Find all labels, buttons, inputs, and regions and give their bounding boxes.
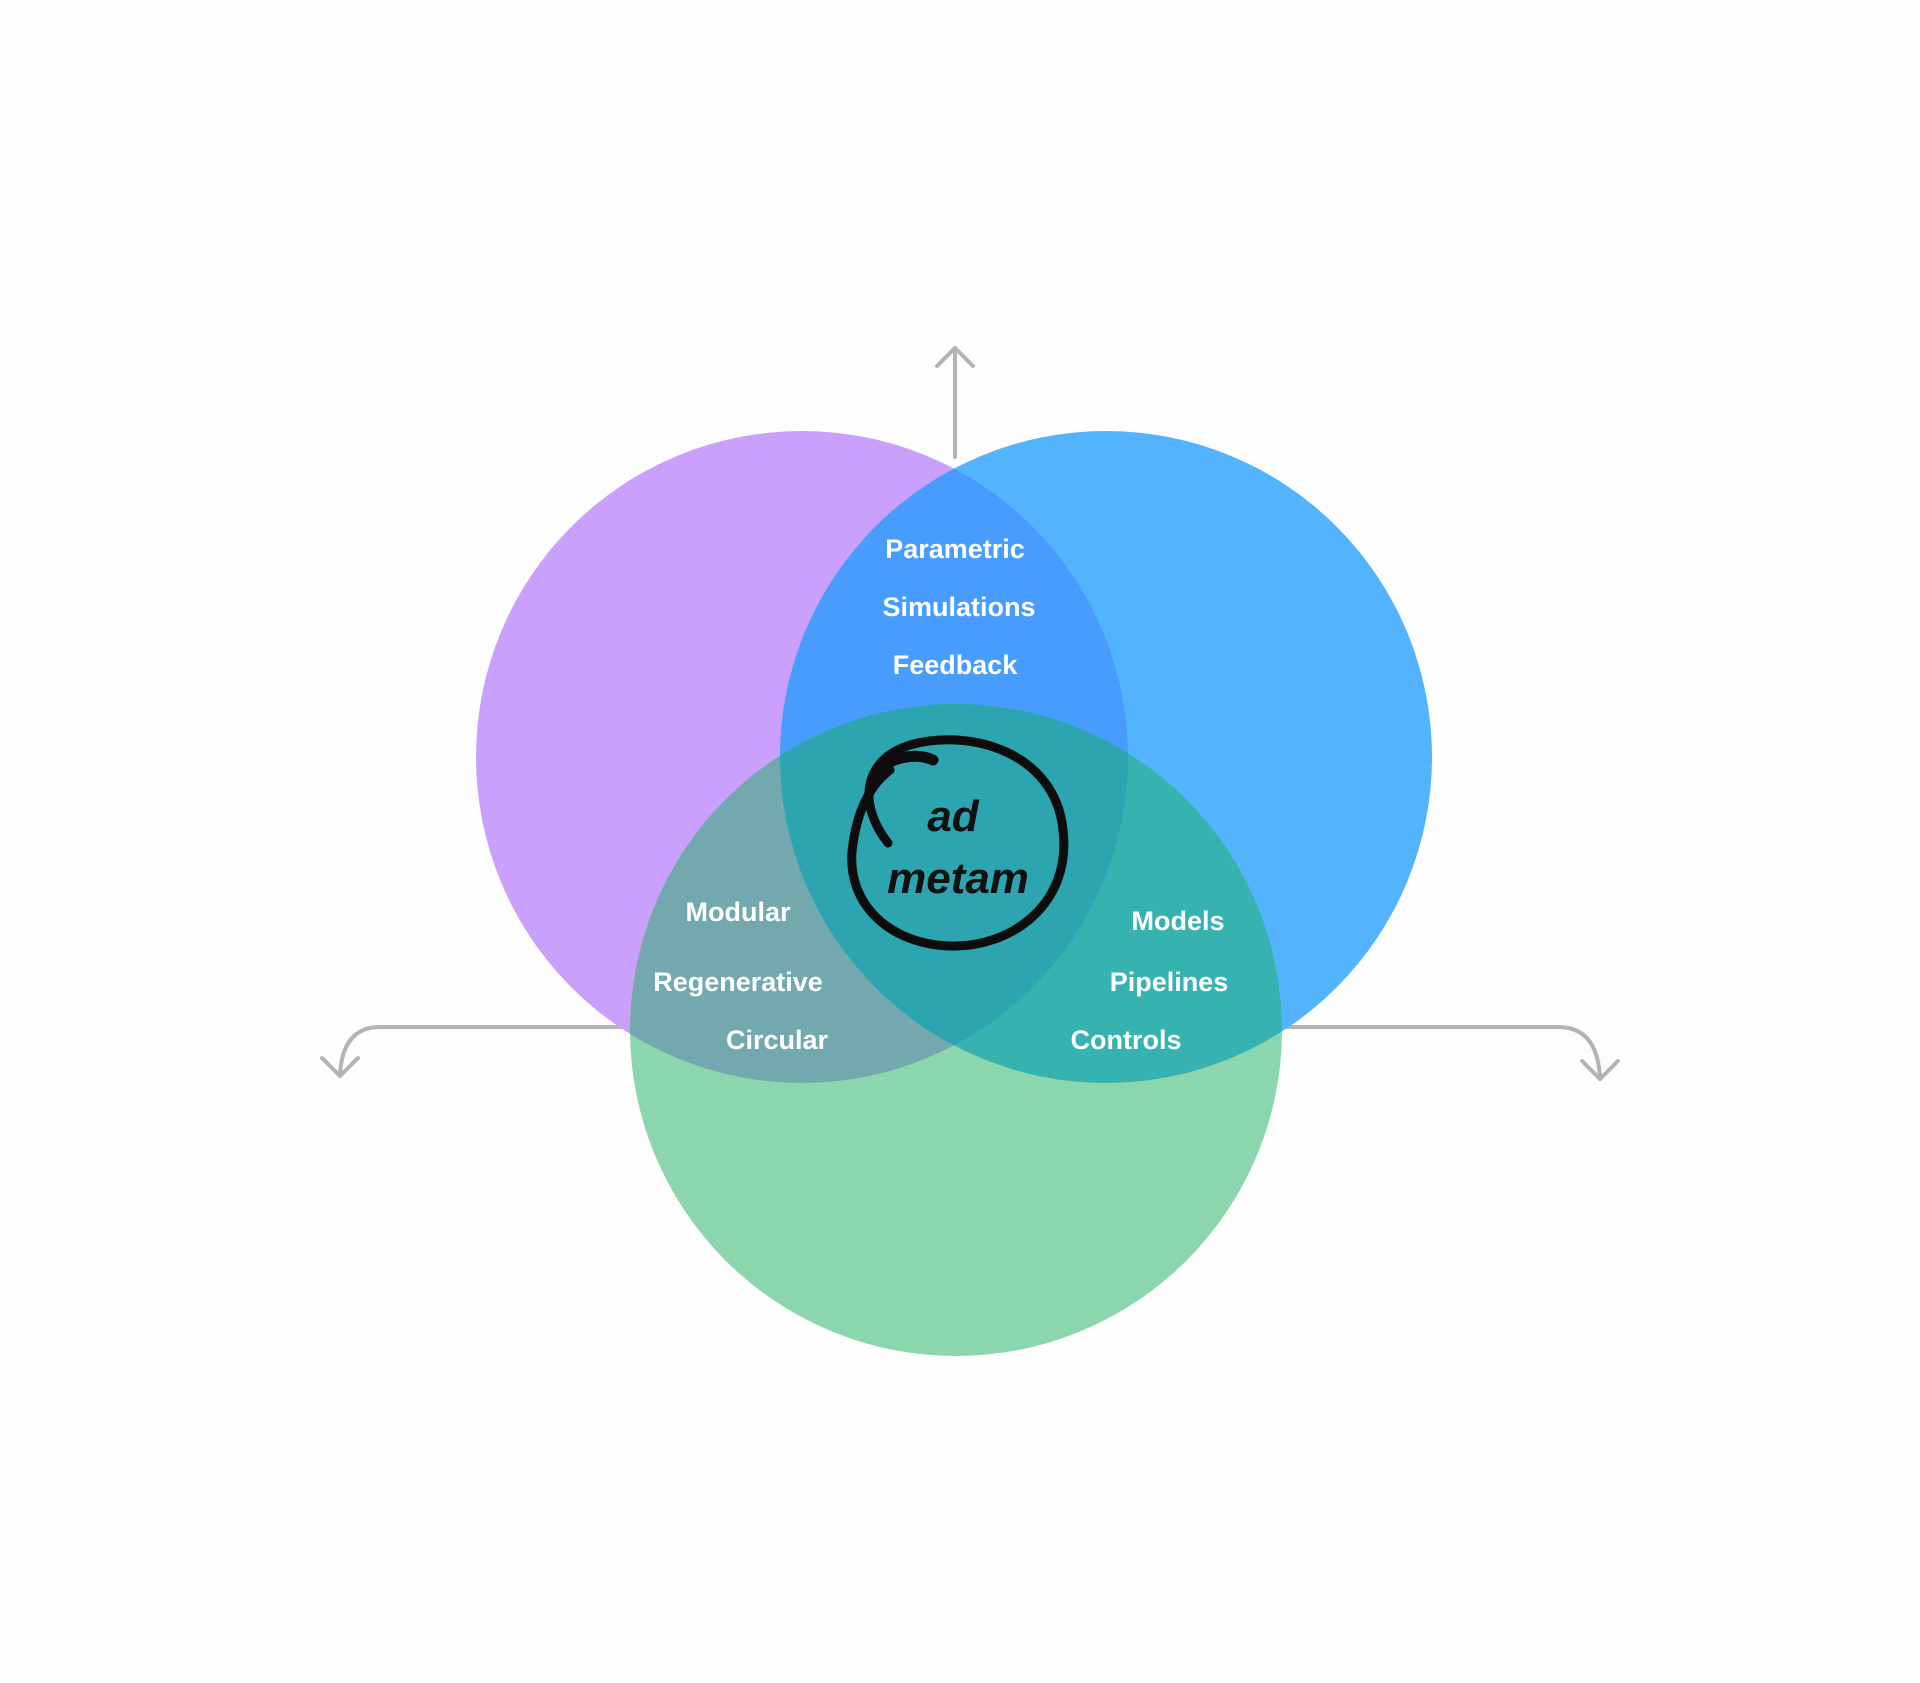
label-circular: Circular: [726, 1025, 829, 1055]
label-parametric: Parametric: [885, 534, 1025, 564]
right-overlap-labels: Models Pipelines Controls: [1071, 906, 1229, 1055]
label-feedback: Feedback: [893, 650, 1019, 680]
enso-ring-icon: [847, 735, 1069, 951]
arrow-up-icon: [935, 346, 975, 459]
top-overlap-labels: Parametric Simulations Feedback: [882, 534, 1035, 680]
arrow-curve-down-right-icon: [1280, 1025, 1620, 1081]
label-simulations: Simulations: [882, 592, 1035, 622]
label-regenerative: Regenerative: [653, 967, 823, 997]
arrow-curve-down-left-icon: [320, 1025, 632, 1078]
center-label-ad: ad: [927, 792, 979, 841]
label-models: Models: [1131, 906, 1224, 936]
left-overlap-labels: Modular Regenerative Circular: [653, 897, 828, 1055]
label-modular: Modular: [686, 897, 791, 927]
arrows: [320, 346, 1620, 1081]
label-controls: Controls: [1071, 1025, 1182, 1055]
label-pipelines: Pipelines: [1110, 967, 1229, 997]
center-label-metam: metam: [887, 854, 1029, 903]
